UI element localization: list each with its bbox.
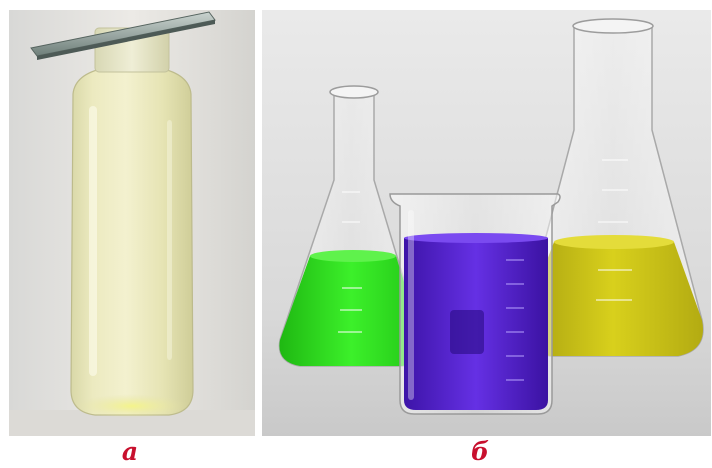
caption-b: б	[470, 437, 490, 466]
photo-panel-b	[262, 10, 711, 436]
glass-bottle-icon	[9, 10, 255, 436]
yellow-flask-icon	[522, 18, 704, 357]
caption-a: а	[121, 437, 139, 466]
photo-panel-a	[9, 10, 255, 436]
green-flask-icon	[278, 85, 424, 367]
violet-beaker-icon	[389, 193, 561, 415]
lab-glassware-icon	[262, 10, 711, 436]
